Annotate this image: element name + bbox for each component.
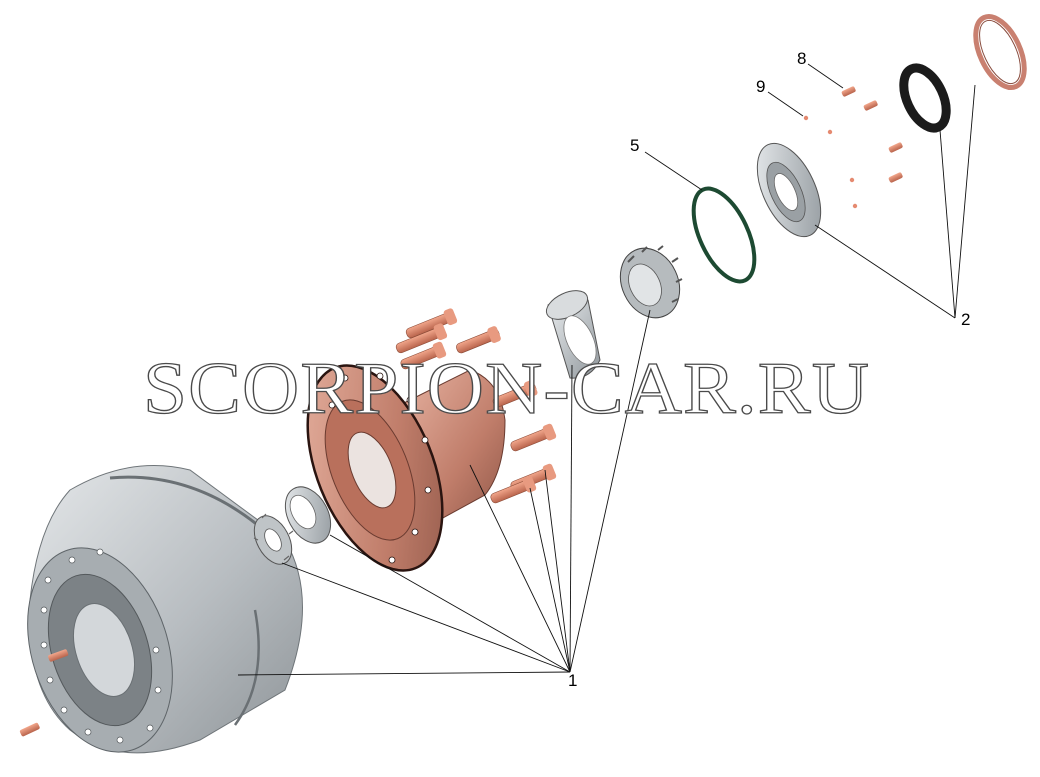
outer-bearing-cone bbox=[619, 245, 683, 319]
thrust-ring bbox=[973, 14, 1027, 90]
drum-bolt bbox=[19, 649, 69, 737]
watermark-text: SCORPION-CAR.RU bbox=[143, 348, 870, 430]
wheel-hub bbox=[306, 364, 506, 572]
leader-lines bbox=[237, 63, 976, 676]
cap-screws bbox=[841, 86, 903, 183]
callout-9: 9 bbox=[756, 77, 765, 96]
outer-bearing-cup bbox=[545, 290, 601, 379]
inner-bearing-cup bbox=[284, 486, 332, 544]
oil-seal bbox=[899, 63, 951, 133]
wheel-studs bbox=[395, 308, 557, 504]
brake-drum bbox=[27, 465, 303, 754]
callout-5: 5 bbox=[630, 136, 639, 155]
bearing-cap bbox=[756, 142, 822, 238]
callout-1: 1 bbox=[568, 671, 577, 690]
callout-2: 2 bbox=[961, 310, 970, 329]
lock-washers bbox=[803, 115, 858, 209]
callout-8: 8 bbox=[797, 49, 806, 68]
inner-bearing-cone bbox=[253, 513, 294, 565]
hub-cap-gasket bbox=[691, 186, 757, 284]
